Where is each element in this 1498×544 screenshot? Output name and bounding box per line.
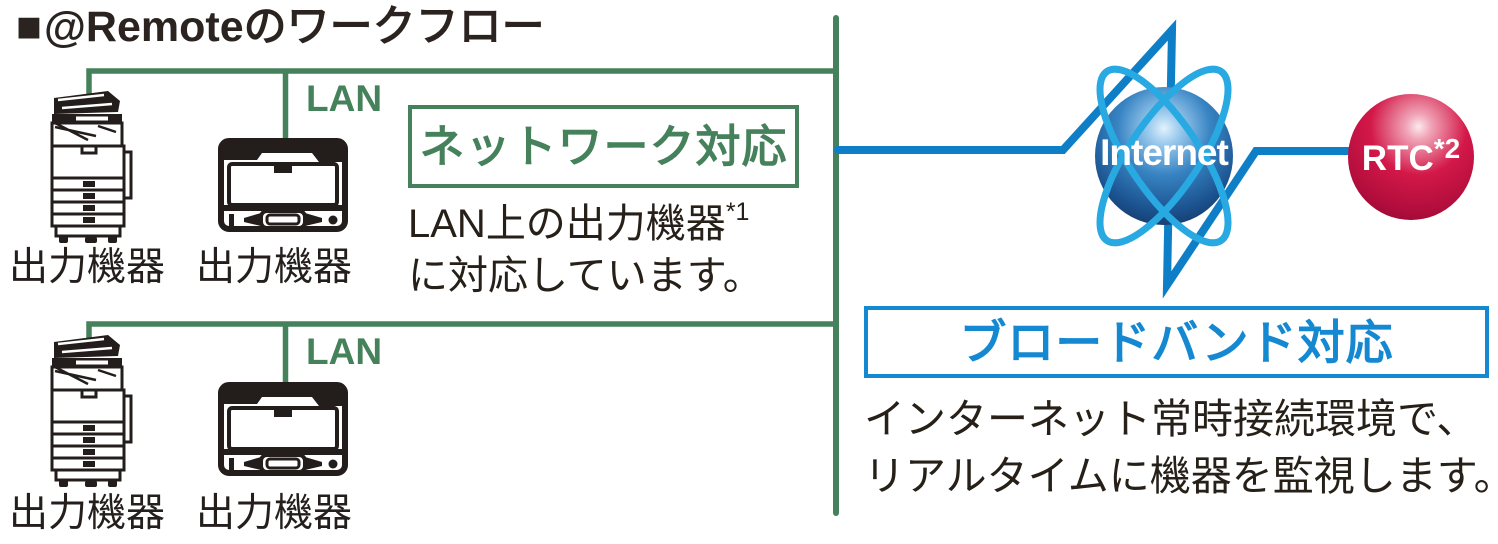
network-body-line1-text: LAN上の出力機器 [408, 202, 726, 246]
device-label-copier-bottom: 出力機器 [8, 492, 165, 535]
copier-icon [50, 91, 133, 243]
footnote-marker-1: *1 [725, 198, 750, 226]
broadband-support-badge-label: ブロードバンド対応 [959, 315, 1394, 369]
page-title-text: @Remoteのワークフロー [43, 3, 545, 51]
copier-icon [50, 335, 133, 487]
internet-node-label: Internet [1100, 132, 1229, 173]
device-label-copier-top: 出力機器 [8, 246, 165, 289]
title-square-marker: ■ [16, 3, 42, 51]
lan-line-top [86, 68, 836, 97]
printer-icon [218, 382, 348, 476]
footnote-marker-2: *2 [1433, 133, 1461, 164]
broadband-body-line2: リアルタイムに機器を監視します。 [864, 453, 1498, 499]
network-support-badge-label: ネットワーク対応 [419, 121, 788, 172]
internet-globe-icon [1095, 87, 1233, 225]
rtc-node-label-text: RTC [1361, 139, 1434, 178]
broadband-body-line1: インターネット常時接続環境で、 [864, 396, 1478, 442]
broadband-support-badge: ブロードバンド対応 [864, 306, 1489, 378]
page-title: ■@Remoteのワークフロー [16, 6, 545, 49]
lan-label-bottom: LAN [306, 331, 383, 372]
lan-line-bottom [86, 321, 836, 345]
device-label-printer-bottom: 出力機器 [195, 492, 352, 535]
network-body-line2: に対応しています。 [408, 254, 763, 298]
rtc-node-label: RTC*2 [1349, 133, 1473, 178]
rtc-sphere-icon [1348, 94, 1474, 220]
network-body-line1: LAN上の出力機器*1 [408, 198, 750, 246]
globe-orbit-icon [1096, 65, 1232, 247]
device-label-printer-top: 出力機器 [195, 246, 352, 289]
printer-icon [218, 138, 348, 232]
lan-label-top: LAN [306, 78, 383, 119]
network-support-badge: ネットワーク対応 [408, 105, 799, 188]
globe-orbit-icon [1096, 65, 1232, 247]
